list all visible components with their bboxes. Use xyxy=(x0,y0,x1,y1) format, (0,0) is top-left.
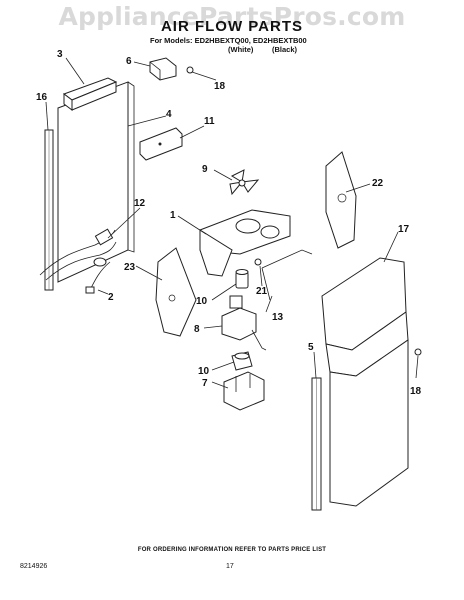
callout-1: 1 xyxy=(170,210,176,221)
part-1-fan-housing xyxy=(199,209,291,277)
part-18-screw-top xyxy=(186,66,194,74)
document-number: 8214926 xyxy=(20,563,48,570)
callout-22: 22 xyxy=(372,178,384,189)
callout-10-lower: 10 xyxy=(198,366,210,377)
callout-6: 6 xyxy=(126,56,132,67)
page-number: 17 xyxy=(226,563,234,570)
part-18-screw-side xyxy=(414,348,422,356)
callout-8: 9 xyxy=(202,164,208,175)
callout-12: 12 xyxy=(134,198,146,209)
callout-4: 2 xyxy=(108,292,114,303)
callout-17: 17 xyxy=(398,224,410,235)
part-9-strip xyxy=(311,377,322,511)
variant-black: (Black) xyxy=(272,45,298,54)
callout-labels: 3 16 4 6 18 11 12 2 9 1 23 22 17 21 13 1… xyxy=(36,49,422,397)
part-5-evaporator-cover xyxy=(57,81,135,283)
part-21-screw xyxy=(254,258,262,266)
part-22-duct-panel xyxy=(325,151,357,249)
part-23-duct-panel xyxy=(155,247,197,337)
models-line: For Models: ED2HBEXTQ00, ED2HBEXTB00 xyxy=(150,36,307,45)
part-10-mount-upper xyxy=(235,269,249,289)
ordering-note: FOR ORDERING INFORMATION REFER TO PARTS … xyxy=(137,547,327,553)
part-2-bracket xyxy=(223,371,265,411)
part-8-fan-blade xyxy=(229,169,260,196)
callout-16: 16 xyxy=(36,92,48,103)
part-3-grille xyxy=(62,77,118,111)
callout-13: 13 xyxy=(272,312,284,323)
watermark: AppliancePartsPros.com xyxy=(58,2,406,31)
callout-9: 5 xyxy=(308,342,314,353)
callout-5: 4 xyxy=(166,109,172,120)
callout-23: 23 xyxy=(124,262,136,273)
leader-lines xyxy=(45,57,419,389)
variant-white: (White) xyxy=(228,45,254,54)
callout-10-upper: 10 xyxy=(196,296,208,307)
page-title: AIR FLOW PARTS xyxy=(160,18,304,35)
part-17-main-panel xyxy=(321,257,409,507)
part-13-rod xyxy=(261,249,313,301)
callout-2: 7 xyxy=(202,378,208,389)
part-6-cap xyxy=(149,57,177,81)
callout-18-side: 18 xyxy=(410,386,422,397)
callout-18-top: 18 xyxy=(214,81,226,92)
callout-11: 11 xyxy=(204,116,215,127)
part-16-gasket xyxy=(44,129,54,291)
callout-3: 3 xyxy=(57,49,63,60)
callout-21: 21 xyxy=(256,286,268,297)
callout-7: 8 xyxy=(194,324,200,335)
part-11-bracket xyxy=(139,127,183,161)
part-10-mount-lower xyxy=(231,351,253,371)
part-7-fan-motor xyxy=(221,295,267,351)
